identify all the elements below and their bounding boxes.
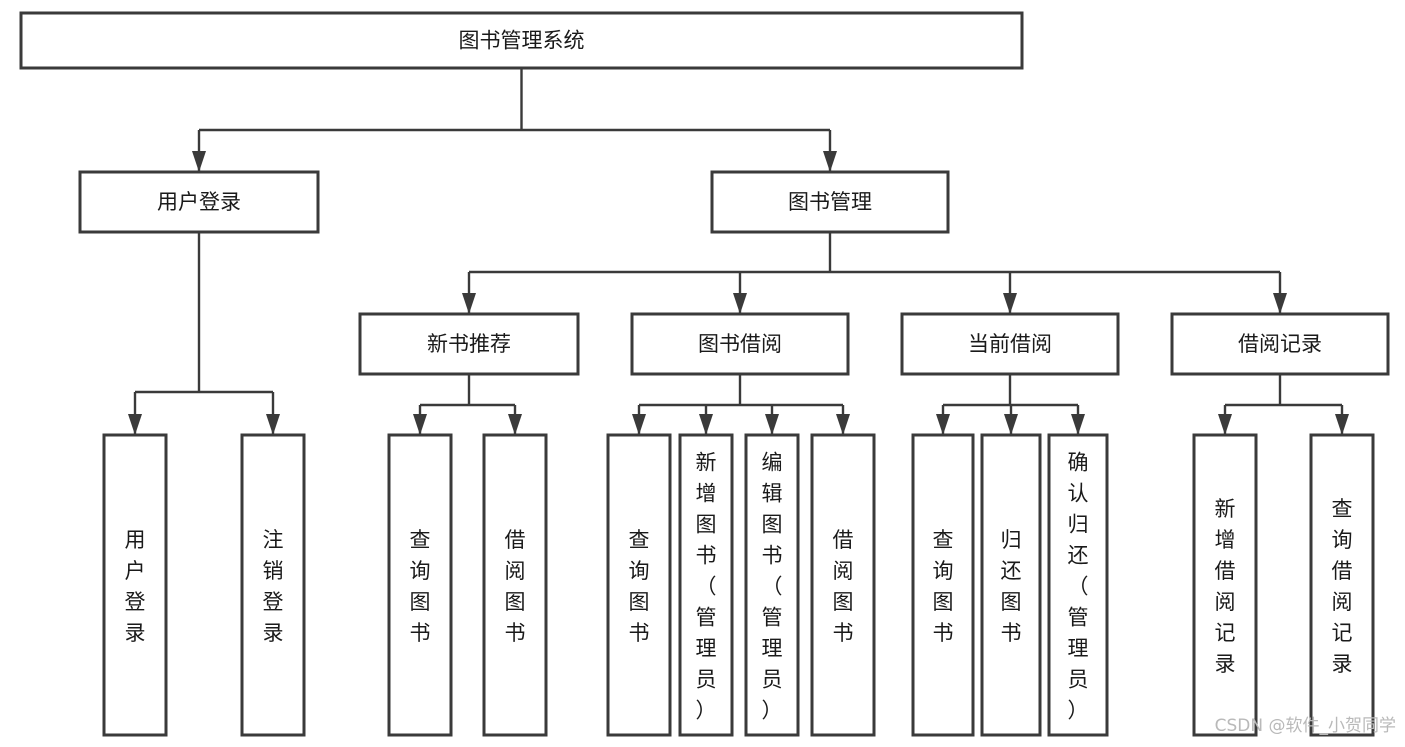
node-leaf-borrow-book-recommend-box[interactable]	[482, 433, 548, 737]
arrow-head-icon	[1218, 414, 1232, 435]
node-user-login[interactable]: 用户登录	[78, 170, 320, 234]
node-leaf-edit-book-admin[interactable]: 编辑图书（管理员）	[744, 433, 800, 737]
node-book-management[interactable]: 图书管理	[710, 170, 950, 234]
arrow-head-icon	[1273, 293, 1287, 314]
node-leaf-query-book-current-label: 查询图书	[933, 528, 954, 645]
arrow-head-icon	[823, 151, 837, 172]
node-leaf-borrow-book[interactable]: 借阅图书	[810, 433, 876, 737]
arrow-head-icon	[1004, 414, 1018, 435]
arrow-head-icon	[508, 414, 522, 435]
node-book-management-box[interactable]	[710, 170, 950, 234]
connectors-layer	[128, 68, 1349, 435]
node-leaf-query-book-borrow-box[interactable]	[606, 433, 672, 737]
node-leaf-query-borrow-record[interactable]: 查询借阅记录	[1309, 433, 1375, 737]
node-book-management-label: 图书管理	[788, 190, 872, 214]
node-leaf-return-book[interactable]: 归还图书	[980, 433, 1042, 737]
arrow-head-icon	[128, 414, 142, 435]
node-root-label: 图书管理系统	[459, 29, 585, 53]
node-current-borrow[interactable]: 当前借阅	[900, 312, 1120, 376]
arrow-head-icon	[765, 414, 779, 435]
node-leaf-add-book-admin[interactable]: 新增图书（管理员）	[678, 433, 734, 737]
node-current-borrow-label: 当前借阅	[968, 332, 1052, 356]
watermark-label: CSDN @软件_小贺同学	[1215, 716, 1396, 736]
node-leaf-add-book-admin-label: 新增图书（管理员）	[696, 451, 717, 723]
node-leaf-borrow-book-recommend-label: 借阅图书	[505, 528, 526, 645]
node-root[interactable]: 图书管理系统	[19, 11, 1024, 70]
arrow-head-icon	[1071, 414, 1085, 435]
arrow-head-icon	[699, 414, 713, 435]
arrow-head-icon	[192, 151, 206, 172]
node-leaf-query-borrow-record-label: 查询借阅记录	[1332, 497, 1353, 676]
node-leaf-borrow-book-box[interactable]	[810, 433, 876, 737]
arrow-head-icon	[413, 414, 427, 435]
arrow-head-icon	[1003, 293, 1017, 314]
node-book-borrow[interactable]: 图书借阅	[630, 312, 850, 376]
arrow-head-icon	[936, 414, 950, 435]
arrow-head-icon	[462, 293, 476, 314]
node-leaf-edit-book-admin-label: 编辑图书（管理员）	[762, 451, 783, 723]
node-leaf-borrow-book-label: 借阅图书	[833, 528, 854, 645]
node-book-borrow-label: 图书借阅	[698, 332, 782, 356]
arrow-head-icon	[632, 414, 646, 435]
node-leaf-query-book-borrow[interactable]: 查询图书	[606, 433, 672, 737]
arrow-head-icon	[733, 293, 747, 314]
node-leaf-logout-login-label: 注销登录	[263, 528, 284, 645]
node-leaf-query-book-current[interactable]: 查询图书	[911, 433, 975, 737]
node-leaf-logout-login-box[interactable]	[240, 433, 306, 737]
nodes-layer: 图书管理系统用户登录图书管理新书推荐图书借阅当前借阅借阅记录用户登录注销登录查询…	[19, 11, 1390, 737]
node-current-borrow-box[interactable]	[900, 312, 1120, 376]
node-leaf-logout-login[interactable]: 注销登录	[240, 433, 306, 737]
node-root-box[interactable]	[19, 11, 1024, 70]
node-user-login-box[interactable]	[78, 170, 320, 234]
node-leaf-add-borrow-record-box[interactable]	[1192, 433, 1258, 737]
arrow-head-icon	[1335, 414, 1349, 435]
node-leaf-confirm-return-admin-label: 确认归还（管理员）	[1068, 451, 1089, 723]
node-borrow-record-box[interactable]	[1170, 312, 1390, 376]
node-borrow-record-label: 借阅记录	[1238, 332, 1322, 356]
arrow-head-icon	[836, 414, 850, 435]
node-book-borrow-box[interactable]	[630, 312, 850, 376]
node-leaf-return-book-box[interactable]	[980, 433, 1042, 737]
node-new-book-recommend[interactable]: 新书推荐	[358, 312, 580, 376]
node-leaf-add-borrow-record[interactable]: 新增借阅记录	[1192, 433, 1258, 737]
node-leaf-borrow-book-recommend[interactable]: 借阅图书	[482, 433, 548, 737]
node-leaf-query-book-recommend-label: 查询图书	[410, 528, 431, 645]
node-leaf-add-borrow-record-label: 新增借阅记录	[1215, 497, 1236, 676]
node-leaf-return-book-label: 归还图书	[1001, 528, 1022, 645]
node-leaf-query-book-recommend[interactable]: 查询图书	[387, 433, 453, 737]
node-user-login-label: 用户登录	[157, 190, 241, 214]
node-leaf-confirm-return-admin-box[interactable]	[1047, 433, 1109, 737]
node-leaf-confirm-return-admin[interactable]: 确认归还（管理员）	[1047, 433, 1109, 737]
node-borrow-record[interactable]: 借阅记录	[1170, 312, 1390, 376]
arrow-head-icon	[266, 414, 280, 435]
node-leaf-query-book-current-box[interactable]	[911, 433, 975, 737]
node-leaf-user-login[interactable]: 用户登录	[102, 433, 168, 737]
node-leaf-query-borrow-record-box[interactable]	[1309, 433, 1375, 737]
node-leaf-query-book-borrow-label: 查询图书	[629, 528, 650, 645]
node-new-book-recommend-label: 新书推荐	[427, 332, 511, 356]
node-leaf-query-book-recommend-box[interactable]	[387, 433, 453, 737]
node-leaf-edit-book-admin-box[interactable]	[744, 433, 800, 737]
node-leaf-user-login-label: 用户登录	[125, 528, 146, 645]
node-leaf-add-book-admin-box[interactable]	[678, 433, 734, 737]
node-leaf-user-login-box[interactable]	[102, 433, 168, 737]
node-new-book-recommend-box[interactable]	[358, 312, 580, 376]
